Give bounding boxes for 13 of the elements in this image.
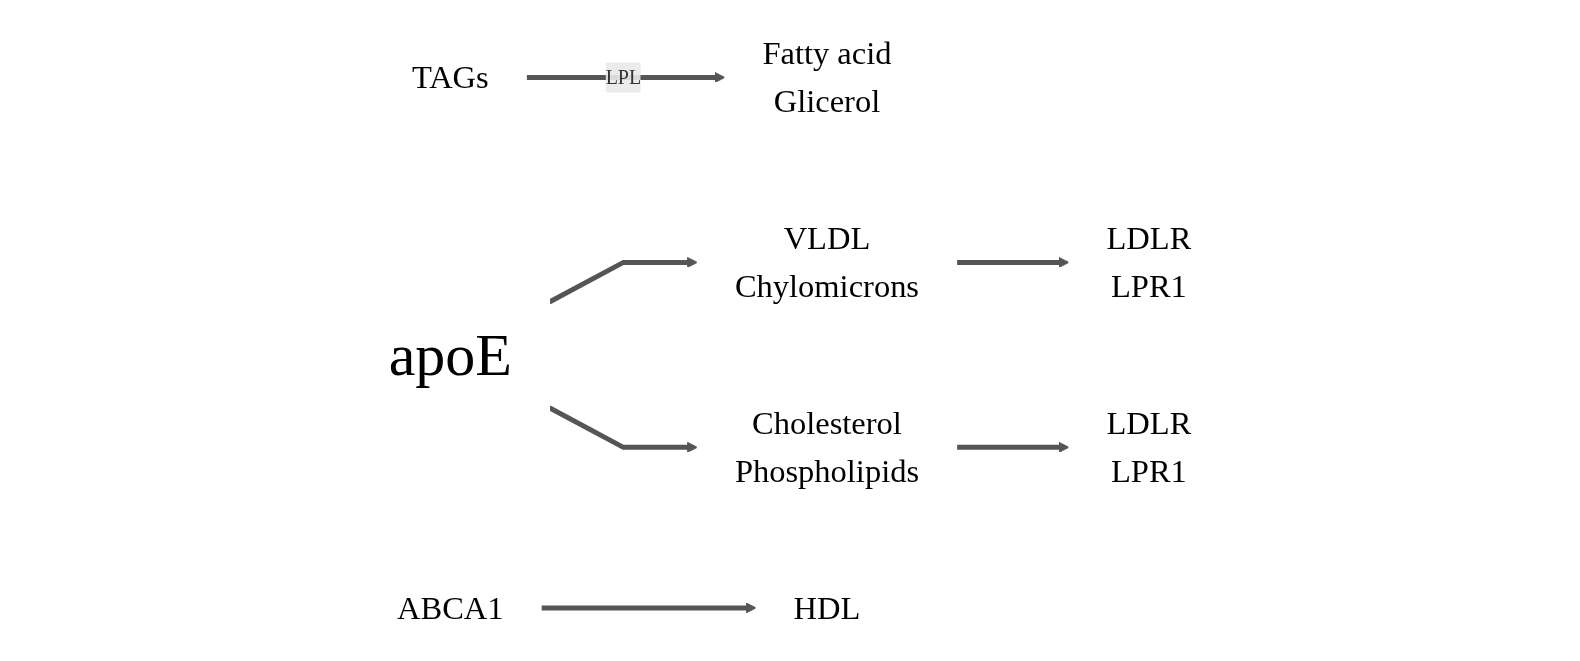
node-text: LDLR LPR1: [1106, 219, 1192, 305]
arrow: [956, 256, 1070, 268]
edge-label: LPL: [605, 66, 642, 88]
arrow: [956, 441, 1070, 453]
arrow: [541, 602, 757, 614]
node-text: Cholesterol Phospholipids: [734, 404, 920, 490]
node-text: VLDL Chylomicrons: [734, 219, 920, 305]
node-text: LDLR LPR1: [1106, 404, 1192, 490]
node-text: TAGs: [411, 59, 489, 96]
node-text: apoE: [388, 321, 512, 388]
node-text: Fatty acid Glicerol: [762, 34, 892, 120]
node-text: HDL: [793, 589, 861, 627]
node-text: ABCA1: [397, 589, 504, 627]
